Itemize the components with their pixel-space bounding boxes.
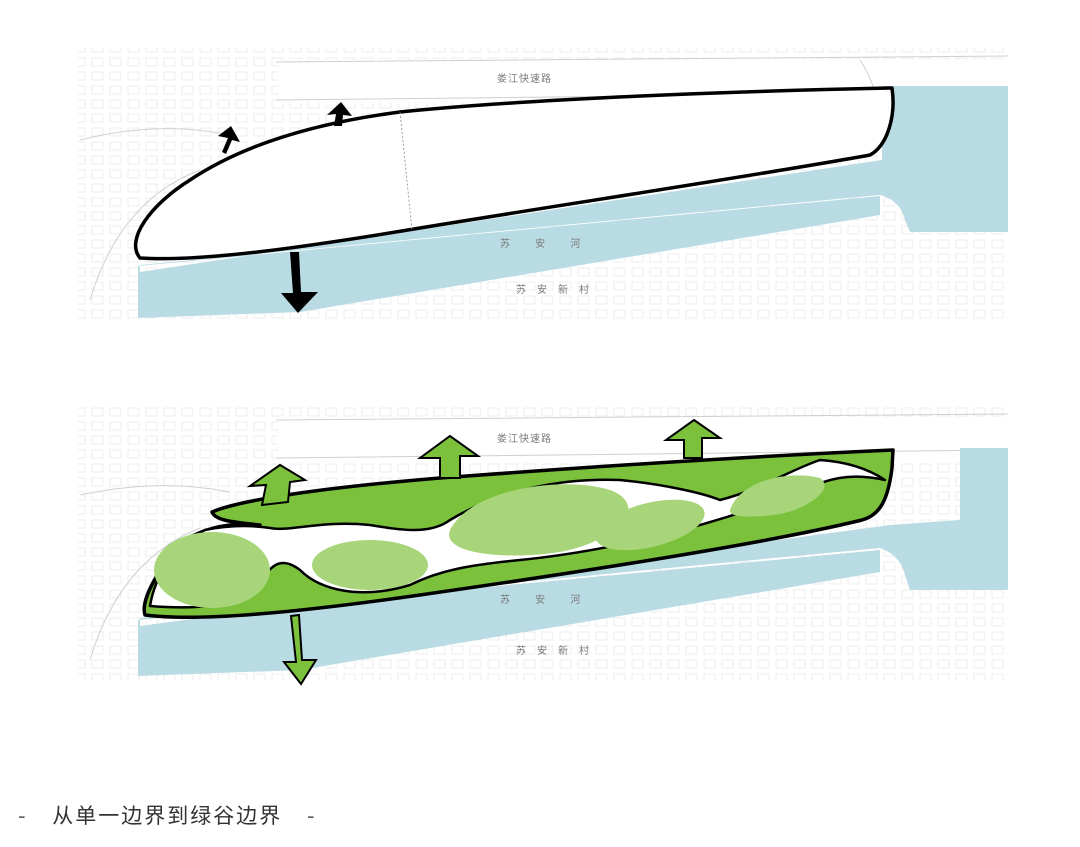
diagram-before: 娄江快速路 苏 安 河 苏安新村 (78, 48, 1009, 323)
caption-dash-right: - (306, 804, 317, 828)
village-label: 苏安新村 (516, 283, 600, 296)
meadow-patch (154, 532, 270, 608)
arrow-down-icon (281, 613, 318, 686)
arrow-up-icon (218, 126, 240, 154)
meadow-patch (449, 484, 629, 556)
meadow-patch (312, 540, 428, 590)
caption-text: 从单一边界到绿谷边界 (52, 804, 283, 828)
arrow-up-icon (662, 418, 724, 459)
caption-dash-left: - (18, 804, 28, 828)
river-label: 苏 安 河 (500, 593, 591, 606)
road-label: 娄江快速路 (497, 432, 552, 445)
river (138, 448, 1008, 676)
arrow-up-icon (327, 102, 352, 126)
figure-caption: - 从单一边界到绿谷边界 - (18, 800, 317, 830)
road-label: 娄江快速路 (497, 72, 552, 85)
diagram-after: 娄江快速路 苏 安 河 苏安新村 (78, 404, 1009, 686)
village-label: 苏安新村 (516, 644, 600, 657)
river-label: 苏 安 河 (500, 237, 591, 250)
meadow-patch (595, 499, 705, 551)
river (138, 86, 1008, 318)
site-boundary (133, 86, 895, 261)
meadow-patch (729, 475, 825, 517)
arrow-down-icon (281, 252, 318, 313)
arrow-up-icon (246, 463, 308, 507)
arrow-up-icon (416, 434, 482, 479)
